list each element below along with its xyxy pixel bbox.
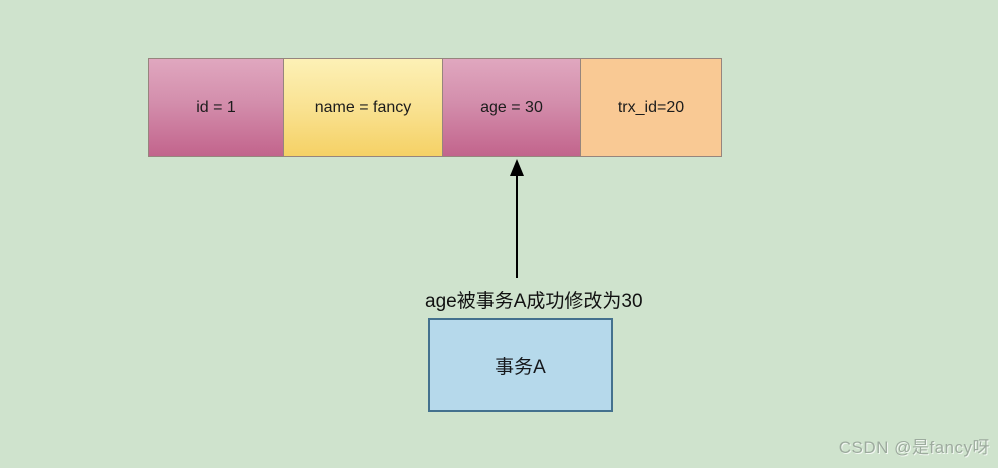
transaction-a-label: 事务A bbox=[495, 356, 546, 378]
watermark: CSDN @是fancy呀 bbox=[838, 438, 990, 457]
record-row: id = 1 name = fancy age = 30 trx_id=20 bbox=[148, 58, 725, 157]
annotation-text: age被事务A成功修改为30 bbox=[425, 291, 643, 312]
transaction-a-box: 事务A bbox=[428, 318, 613, 412]
cell-trx-id: trx_id=20 bbox=[580, 58, 722, 157]
cell-age: age = 30 bbox=[442, 58, 581, 157]
cell-name: name = fancy bbox=[283, 58, 443, 157]
cell-id: id = 1 bbox=[148, 58, 284, 157]
up-arrow-icon bbox=[510, 159, 524, 278]
